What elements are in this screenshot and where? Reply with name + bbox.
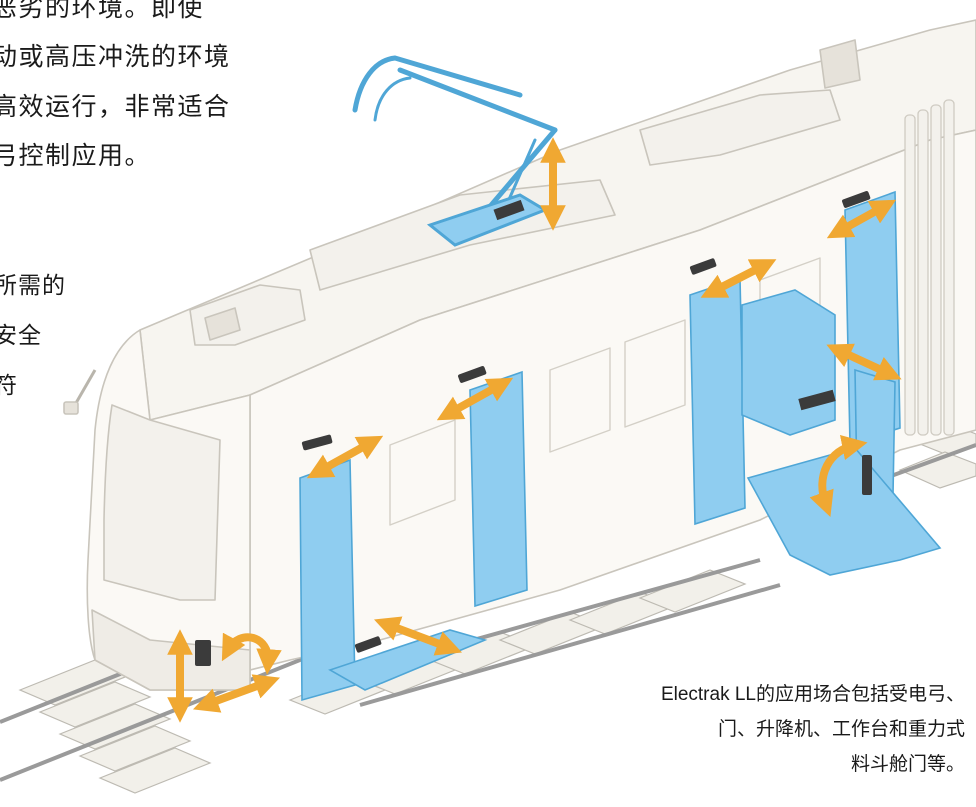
- rear-bellows: [904, 99, 955, 436]
- side-window: [624, 319, 686, 428]
- rail: [879, 443, 976, 482]
- bellows-fold: [930, 104, 942, 436]
- caption-line: 料斗舱门等。: [850, 754, 965, 775]
- door-panel-middle: [469, 370, 528, 608]
- lift-actuator: [798, 389, 836, 411]
- railway-track: [0, 418, 976, 794]
- intro-text-line: 恶劣的环境。即使: [0, 0, 205, 22]
- roof-grille: [819, 39, 861, 89]
- lift-door-arrow: [826, 343, 902, 381]
- door-slide-arrow: [700, 259, 777, 298]
- bellows-fold: [917, 109, 929, 436]
- pantograph-actuator: [493, 199, 525, 221]
- side-window: [549, 347, 611, 453]
- sleeper: [98, 747, 212, 794]
- door-panel-rear-left: [689, 276, 746, 526]
- roof-grille: [204, 307, 241, 341]
- tram-side-wall: [249, 129, 976, 671]
- side-text-line: 所需的: [0, 273, 66, 299]
- sleeper: [898, 451, 976, 489]
- step-slide-arrow: [374, 616, 462, 656]
- caption-line: Electrak LL的应用场合包括受电弓、: [660, 684, 965, 705]
- hatch-rotation-arrow: [809, 434, 868, 518]
- intro-text-line: 高效运行，非常适合: [0, 92, 231, 121]
- cab-actuator: [195, 640, 211, 666]
- side-text-line: 安全: [0, 323, 42, 349]
- door-slide-arrow: [306, 435, 384, 479]
- intro-text-line: 动或高压冲洗的环境: [0, 42, 231, 71]
- door-slide-arrow: [826, 199, 897, 239]
- pantograph-upper-arm: [397, 67, 558, 133]
- lift-cabinet: [741, 289, 836, 436]
- caption-line: 门、升降机、工作台和重力式: [717, 719, 965, 740]
- sleeper: [78, 725, 192, 772]
- side-mirror: [63, 401, 79, 415]
- rail: [359, 583, 781, 707]
- door-slide-arrow: [436, 377, 514, 421]
- cab-diagonal-arrow: [192, 674, 281, 713]
- cab-rotation-arrow: [221, 632, 282, 675]
- intro-text-line: 弓控制应用。: [0, 141, 152, 170]
- bellows-fold: [943, 99, 955, 436]
- bellows-fold: [904, 114, 916, 436]
- pantograph-collector-bow: [373, 76, 412, 122]
- motion-arrows: [167, 137, 902, 723]
- sleeper: [38, 681, 152, 728]
- pantograph: [352, 55, 558, 247]
- roof-equipment-box: [639, 89, 841, 166]
- track-sleepers: [18, 423, 976, 794]
- side-text-line: 符: [0, 373, 18, 399]
- side-window: [389, 419, 456, 526]
- pantograph-collector-bow: [352, 55, 523, 113]
- hatch-actuator: [862, 455, 872, 495]
- tram-windshield: [103, 404, 221, 601]
